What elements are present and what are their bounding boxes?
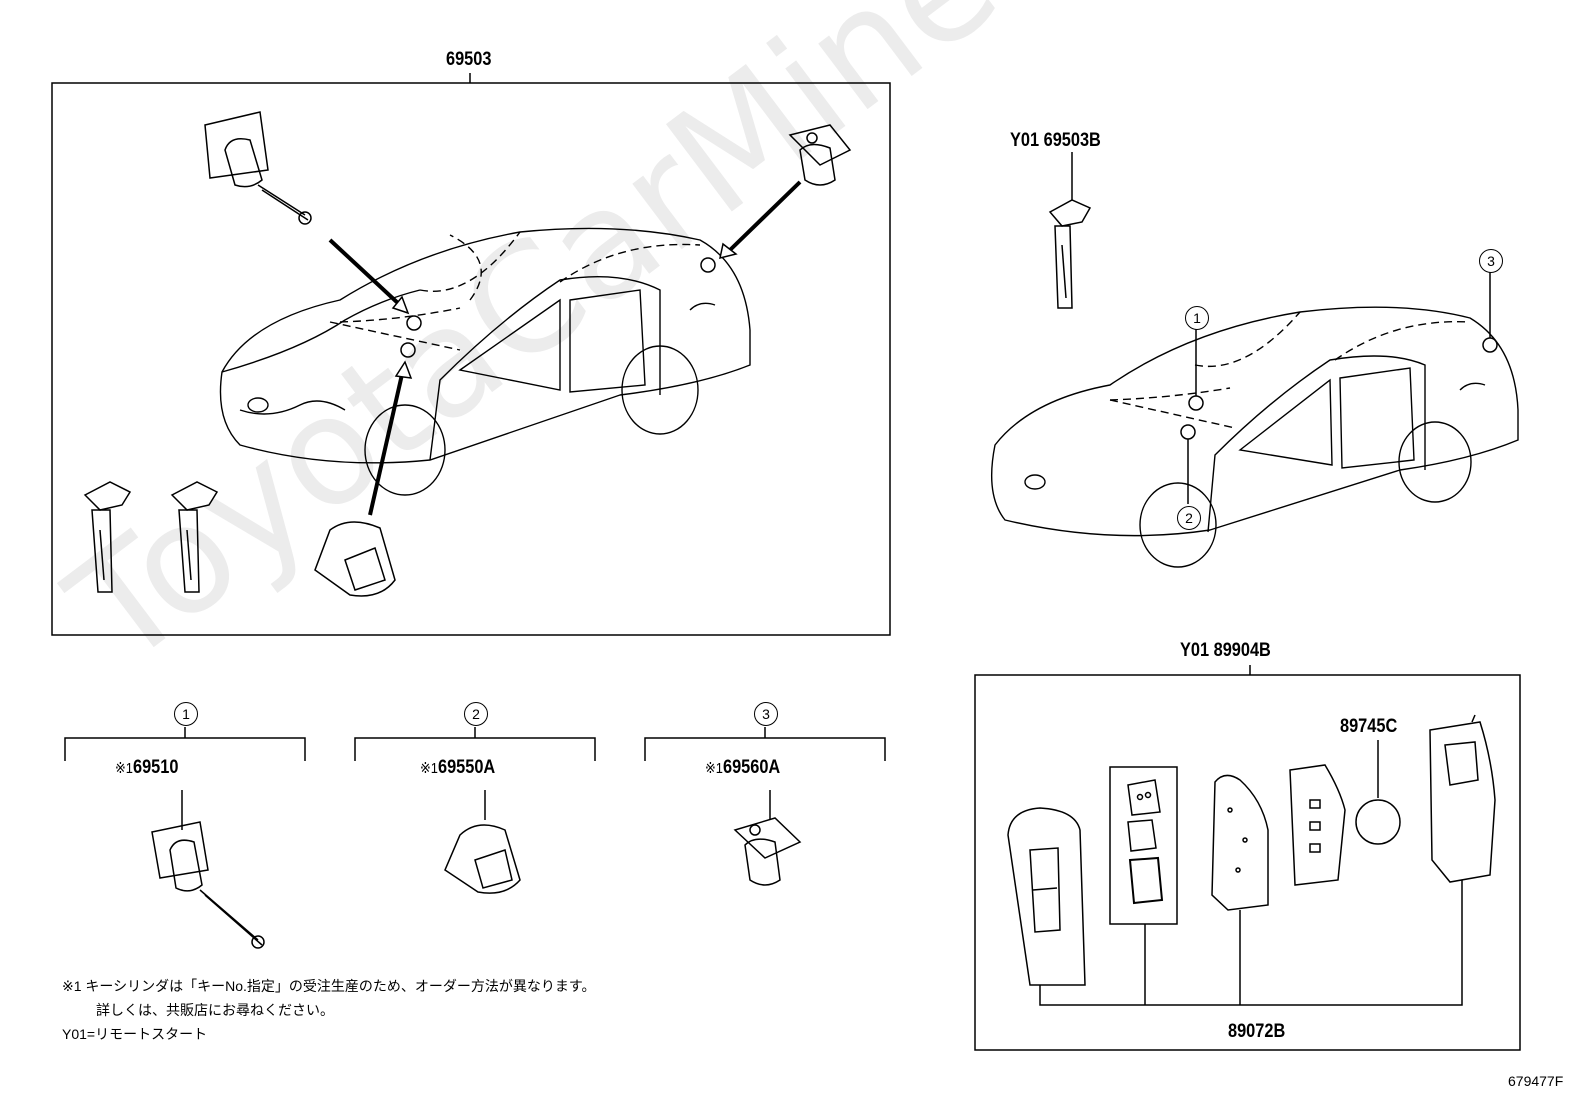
diagram-id: 679477F <box>1508 1073 1564 1089</box>
note-line-2: 詳しくは、共販店にお尋ねください。 <box>96 1002 334 1018</box>
label-y01-89904B: Y01 89904B <box>1180 640 1271 661</box>
label-y01-69503B: Y01 69503B <box>1010 130 1101 151</box>
callout-1: 1 <box>1185 306 1209 330</box>
key-1-drawing <box>83 481 132 593</box>
note-mark: ※1 <box>705 760 723 777</box>
button-pad-drawing <box>1127 779 1164 905</box>
sub-part-1-label: ※169510 <box>115 757 178 779</box>
part-number: 69560A <box>722 757 781 778</box>
button-pad-box <box>1109 766 1178 925</box>
label-89745C: 89745C <box>1340 716 1398 737</box>
key-2-drawing <box>170 481 219 593</box>
note-line-1: ※1 キーシリンダは「キーNo.指定」の受注生産のため、オーダー方法が異なります… <box>62 978 596 994</box>
sub-part-2-label: ※169550A <box>420 757 495 779</box>
label-69503: 69503 <box>446 49 492 70</box>
bracket-1 <box>64 737 306 761</box>
note-line-3: Y01=リモートスタート <box>62 1026 208 1042</box>
assembly-box-69503 <box>51 82 891 636</box>
ignition-cylinder-drawing <box>314 521 396 597</box>
part-69560A-drawing <box>733 790 802 886</box>
part-69550A-drawing <box>444 790 521 894</box>
note-mark: ※1 <box>115 760 133 777</box>
note-mark: ※1 <box>420 760 438 777</box>
key-y01-drawing <box>1048 152 1092 309</box>
callout-3: 3 <box>1479 249 1503 273</box>
circuit-board-drawing <box>1211 774 1269 911</box>
transponder-plate-drawing <box>1289 764 1346 886</box>
trunk-lock-cylinder-drawing <box>788 124 852 186</box>
part-69510-drawing <box>151 790 265 949</box>
part-number: 69510 <box>132 757 179 778</box>
car-right-drawing <box>990 306 1519 568</box>
callout-2: 2 <box>1177 506 1201 530</box>
smart-key-housing-drawing <box>1007 807 1086 986</box>
sub-part-3-number: 3 <box>754 702 778 726</box>
door-lock-cylinder-drawing <box>204 111 312 225</box>
sub-part-2-number: 2 <box>464 702 488 726</box>
sub-part-3-label: ※169560A <box>705 757 780 779</box>
sub-part-1-number: 1 <box>174 702 198 726</box>
battery-drawing <box>1355 799 1401 845</box>
car-left-drawing <box>219 227 751 496</box>
assembly-box-89904B <box>974 674 1521 1051</box>
key-case-drawing <box>1429 714 1496 883</box>
part-number: 69550A <box>437 757 496 778</box>
label-89072B: 89072B <box>1228 1021 1286 1042</box>
